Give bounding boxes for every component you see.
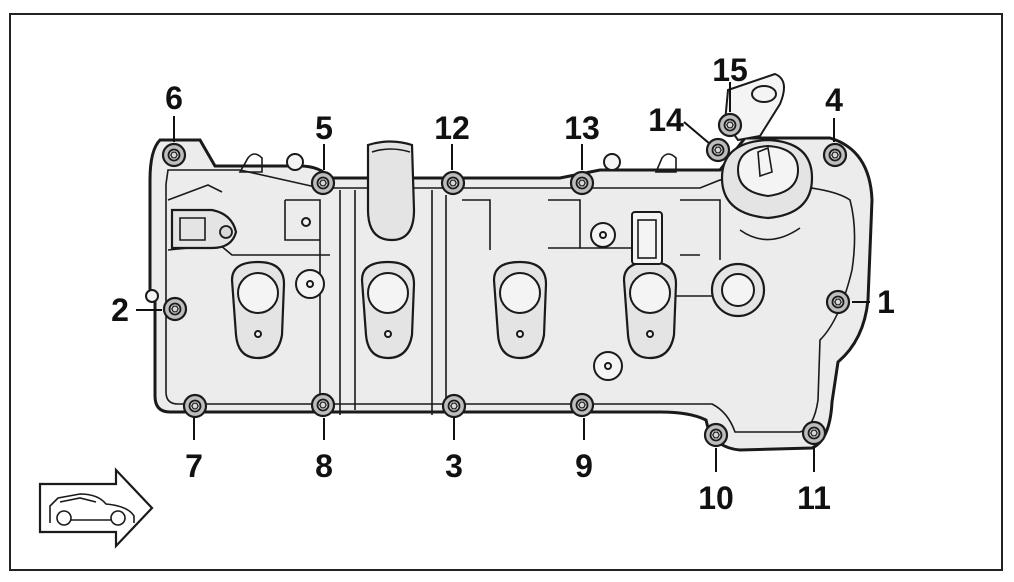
callout-leaders bbox=[136, 82, 870, 472]
bolt-2-icon bbox=[162, 296, 188, 322]
vehicle-direction-arrow-icon bbox=[38, 467, 154, 549]
bolt-8-icon bbox=[310, 392, 336, 418]
bolt-15-icon bbox=[717, 112, 743, 138]
callout-label-1: 1 bbox=[877, 284, 895, 320]
bolt-3-icon bbox=[441, 393, 467, 419]
bolt-1-icon bbox=[825, 289, 851, 315]
callout-label-4: 4 bbox=[825, 82, 843, 118]
bolt-13-icon bbox=[569, 170, 595, 196]
callout-label-5: 5 bbox=[315, 110, 333, 146]
callout-label-8: 8 bbox=[315, 448, 333, 484]
bolt-10-icon bbox=[703, 422, 729, 448]
leader-line-14 bbox=[683, 121, 711, 145]
callout-label-10: 10 bbox=[698, 480, 734, 516]
callout-label-9: 9 bbox=[575, 448, 593, 484]
callout-label-12: 12 bbox=[434, 110, 470, 146]
callout-label-7: 7 bbox=[185, 448, 203, 484]
bolt-markers bbox=[161, 112, 851, 448]
callout-label-6: 6 bbox=[165, 80, 183, 116]
bolt-7-icon bbox=[182, 393, 208, 419]
callout-label-11: 11 bbox=[797, 480, 831, 516]
callout-label-2: 2 bbox=[111, 292, 129, 328]
bolt-11-icon bbox=[801, 420, 827, 446]
bolt-14-icon bbox=[705, 137, 731, 163]
bolt-9-icon bbox=[569, 392, 595, 418]
callout-label-14: 14 bbox=[648, 102, 684, 138]
bolt-4-icon bbox=[822, 142, 848, 168]
callout-label-3: 3 bbox=[445, 448, 463, 484]
bolt-12-icon bbox=[440, 170, 466, 196]
valve-cover bbox=[145, 72, 874, 452]
callout-label-15: 15 bbox=[712, 52, 748, 88]
bolt-6-icon bbox=[161, 142, 187, 168]
diagram-frame bbox=[9, 13, 1003, 571]
callout-label-13: 13 bbox=[564, 110, 600, 146]
bolt-5-icon bbox=[310, 170, 336, 196]
